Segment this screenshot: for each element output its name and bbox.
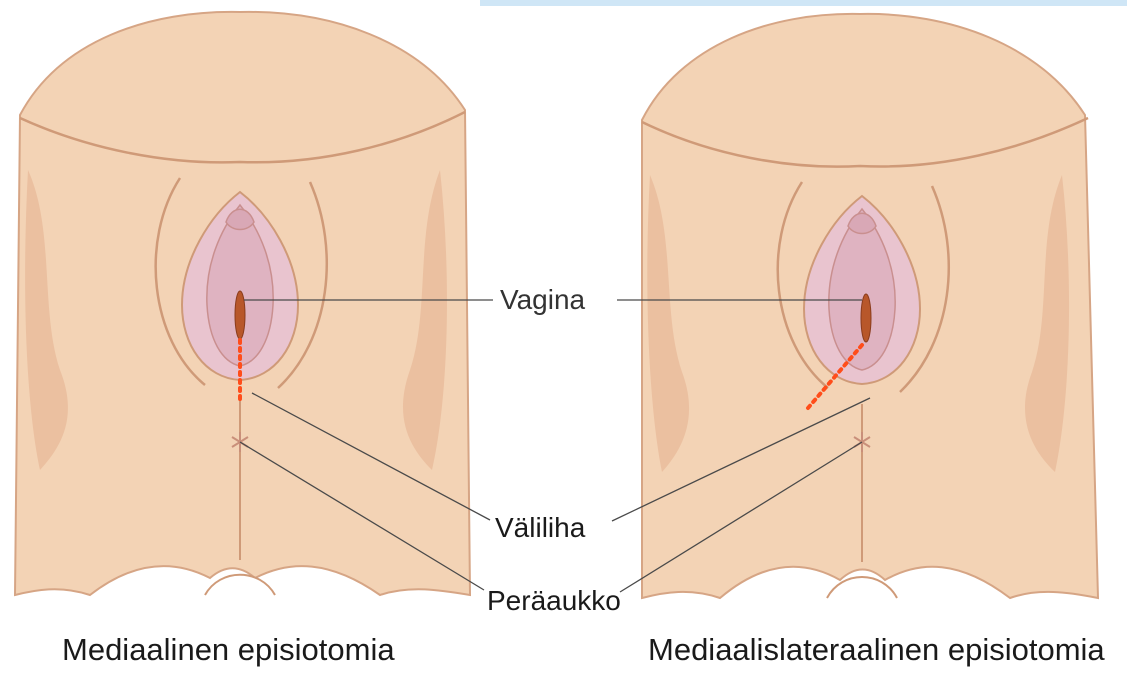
top-band <box>480 0 1127 6</box>
right-vaginal-opening <box>861 294 871 342</box>
label-vagina: Vagina <box>500 284 585 316</box>
right-figure <box>642 14 1098 598</box>
caption-median-episiotomy: Mediaalinen episiotomia <box>62 632 395 668</box>
label-valiliha: Väliliha <box>495 512 585 544</box>
left-figure <box>15 12 470 595</box>
left-cleft <box>205 575 275 595</box>
caption-mediolateral-episiotomy: Mediaalislateraalinen episiotomia <box>648 632 1105 668</box>
label-peraaukko: Peräaukko <box>487 585 621 617</box>
left-vaginal-opening <box>235 291 245 339</box>
